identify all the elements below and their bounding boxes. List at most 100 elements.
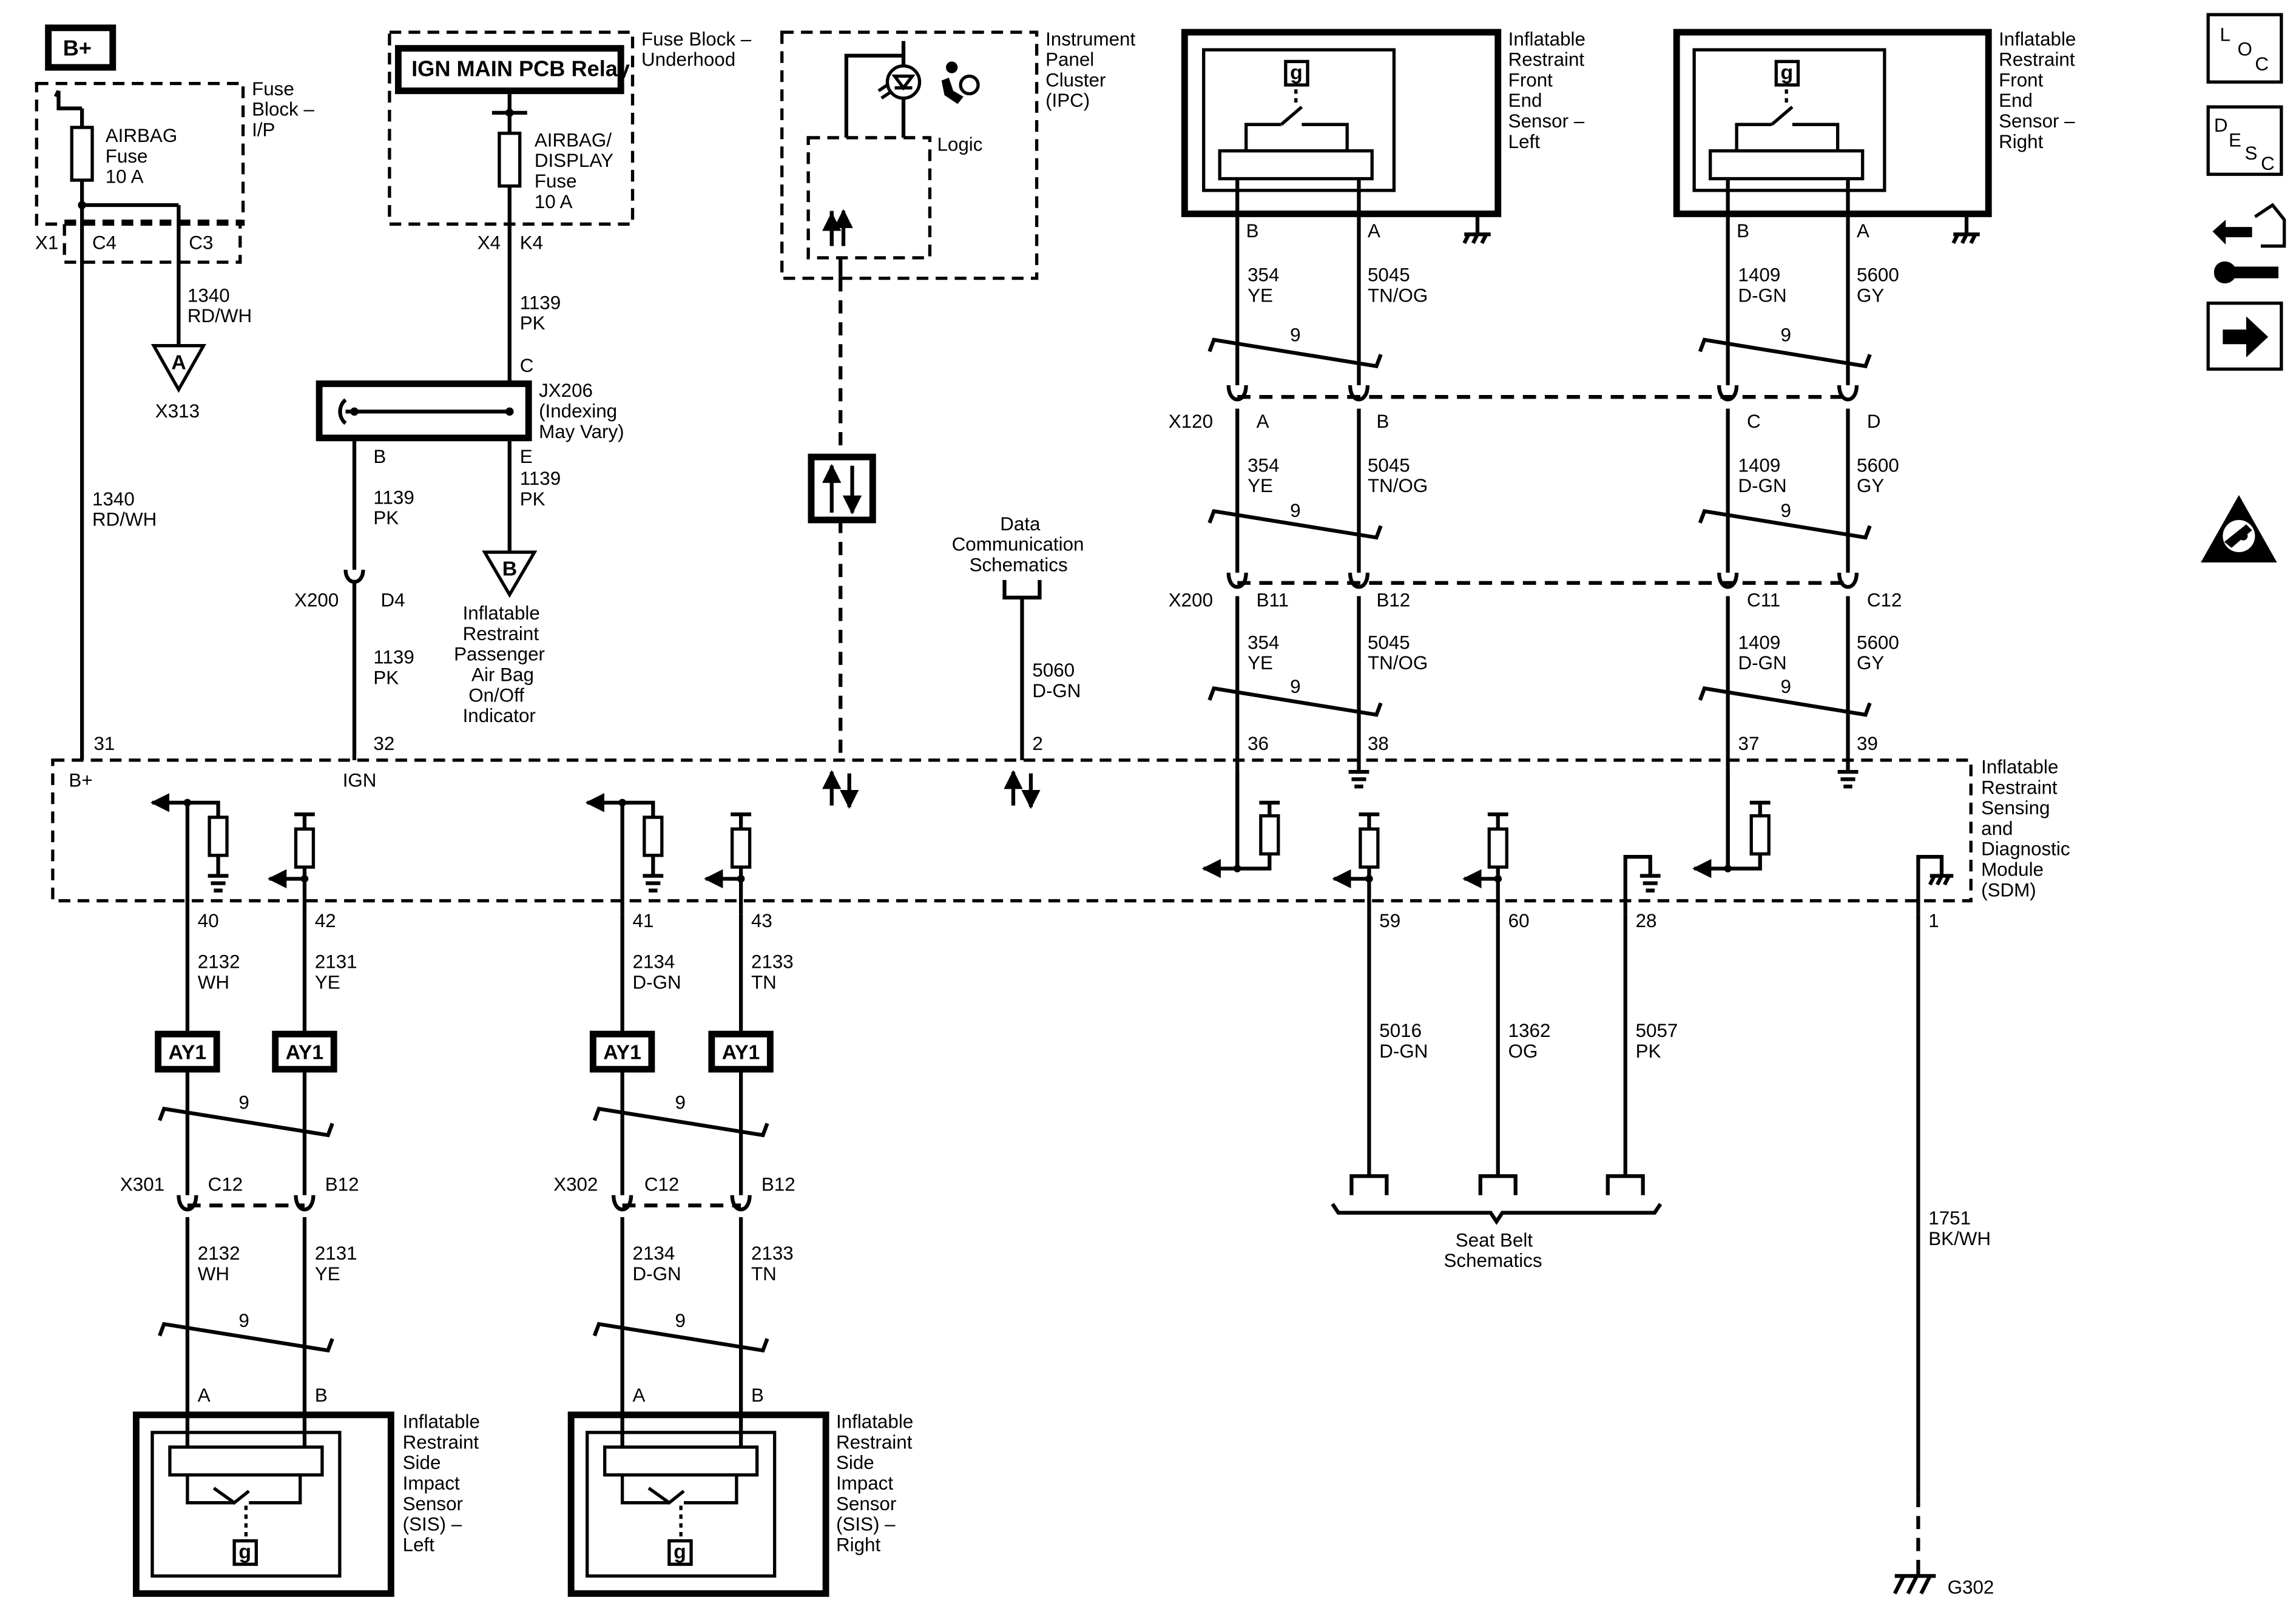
sdm-pin-37: 37	[1738, 733, 1760, 754]
x301-pin-b12: B12	[325, 1174, 359, 1195]
w1409-2-color: D-GN	[1738, 475, 1787, 496]
w1139-c-color: PK	[520, 488, 545, 510]
ground-icon	[1348, 770, 1369, 789]
w1139-d-color: PK	[373, 667, 399, 688]
sdm-line7: (SDM)	[1981, 879, 2036, 900]
w354-3-color: YE	[1248, 652, 1273, 673]
sdm-line6: Module	[1981, 859, 2044, 880]
ipc-line4: (IPC)	[1045, 90, 1090, 111]
fes-left-line5: Sensor –	[1508, 110, 1585, 132]
pass-ind-line5: On/Off	[468, 684, 524, 706]
chassis-ground-icon	[1462, 214, 1491, 245]
x302-pin-c12: C12	[644, 1174, 680, 1195]
airbag-person-icon	[941, 61, 980, 104]
sis-right-g: g	[674, 1540, 686, 1563]
airbag-fuse-icon	[70, 126, 94, 182]
w1409-3-color: D-GN	[1738, 652, 1787, 673]
sis-right-line5: Sensor	[836, 1493, 896, 1514]
twist-9-i: 9	[675, 1092, 686, 1113]
resistor-icon	[643, 815, 664, 857]
sdm-pin-2: 2	[1032, 733, 1042, 754]
fuse-block-ip-line3: I/P	[252, 119, 275, 140]
sis-left-line5: Sensor	[403, 1493, 463, 1514]
jx206-c-label: C	[520, 355, 534, 376]
fes-right-line5: Sensor –	[1999, 110, 2075, 132]
jx206-b-label: B	[373, 446, 386, 467]
loc-button[interactable]: L O C	[2206, 13, 2283, 84]
fes-left-line4: End	[1508, 90, 1542, 111]
logic-label: Logic	[937, 134, 982, 155]
x302-label: X302	[553, 1174, 598, 1195]
sdm-pin-38: 38	[1368, 733, 1389, 754]
w1362-circuit: 1362	[1508, 1020, 1551, 1041]
w1340-top-circuit: 1340	[187, 285, 230, 306]
fes-right-line3: Front	[1999, 69, 2043, 90]
next-arrow-button[interactable]	[2206, 302, 2283, 371]
pass-ind-line3: Passenger	[454, 644, 545, 665]
sensor-g-icon	[667, 1539, 693, 1566]
w1139-a-color: PK	[520, 312, 545, 334]
sis-right-line4: Impact	[836, 1473, 893, 1494]
airbag-display-fuse-icon	[498, 132, 522, 188]
sdm-pin-31: 31	[93, 733, 115, 754]
sis-left-line1: Inflatable	[403, 1411, 480, 1433]
desc-button[interactable]: D E S C	[2206, 105, 2283, 176]
resistor-icon	[208, 815, 229, 857]
sensor-g-icon	[1774, 59, 1800, 87]
serial-data-icon	[808, 453, 876, 524]
x120-pin-c: C	[1747, 411, 1761, 432]
pass-ind-line1: Inflatable	[463, 603, 540, 624]
w5600-1-circuit: 5600	[1857, 264, 1899, 285]
c3-label: C3	[189, 232, 213, 253]
ipc-line1: Instrument	[1045, 29, 1135, 50]
w5600-1-color: GY	[1857, 285, 1884, 306]
pass-ind-line4: Air Bag	[471, 664, 534, 685]
jx206-line3: May Vary)	[539, 421, 624, 442]
sdm-line2: Restraint	[1981, 777, 2058, 798]
ground-icon	[208, 855, 229, 893]
triangle-b-label: B	[502, 558, 517, 581]
w5045-2-circuit: 5045	[1368, 454, 1410, 476]
data-comm-line2: Communication	[952, 534, 1084, 555]
ay1-label-1: AY1	[169, 1041, 207, 1064]
sensor-g-icon	[1284, 59, 1309, 87]
sis-right-line7: Right	[836, 1534, 880, 1555]
fes-left-line3: Front	[1508, 69, 1553, 90]
w5057-color: PK	[1636, 1041, 1661, 1062]
fes-left-g: g	[1290, 61, 1303, 84]
x313-label: X313	[155, 400, 200, 422]
w2133-1-color: TN	[751, 971, 777, 993]
x200-right-label: X200	[1169, 589, 1213, 610]
sis-left-line3: Side	[403, 1452, 441, 1473]
w5060-color: D-GN	[1032, 680, 1081, 701]
d4-label: D4	[380, 589, 405, 610]
k4-label: K4	[520, 232, 543, 253]
side-impact-left-wiring: 2132 WH 2131 YE AY1 AY1 9 X301 C12 B12 2…	[120, 914, 359, 1447]
w2132-2-color: WH	[198, 1263, 229, 1284]
fes-right-g: g	[1781, 61, 1794, 84]
x200-pin-c12: C12	[1867, 589, 1902, 610]
connector-repair-icon[interactable]	[2212, 203, 2286, 284]
w1409-3-circuit: 1409	[1738, 632, 1781, 653]
ad-fuse-line1: AIRBAG/	[535, 129, 612, 150]
x301-label: X301	[120, 1174, 164, 1195]
sdm-pin-42: 42	[315, 910, 336, 931]
fuse-block-ip-line2: Block –	[252, 99, 314, 120]
w1751-color: BK/WH	[1928, 1228, 1991, 1249]
offpage-triangle-b-icon	[482, 550, 538, 598]
sis-left-pin-b: B	[315, 1385, 328, 1406]
sdm-line3: Sensing	[1981, 797, 2050, 819]
seat-belt-line2: Schematics	[1443, 1250, 1542, 1271]
ipc-line2: Panel	[1045, 49, 1094, 70]
w1139-c-circuit: 1139	[520, 468, 561, 489]
w1340-top-color: RD/WH	[187, 305, 252, 326]
w1139-b-circuit: 1139	[373, 487, 414, 508]
ipc-data-link	[808, 278, 876, 760]
sdm-pin-40: 40	[198, 910, 219, 931]
fes-left-line1: Inflatable	[1508, 29, 1585, 50]
sis-right-pin-b: B	[751, 1385, 764, 1406]
sdm-line5: Diagnostic	[1981, 839, 2070, 860]
airbag-fuse-line1: AIRBAG	[106, 125, 177, 146]
w1139-d-circuit: 1139	[373, 647, 414, 668]
